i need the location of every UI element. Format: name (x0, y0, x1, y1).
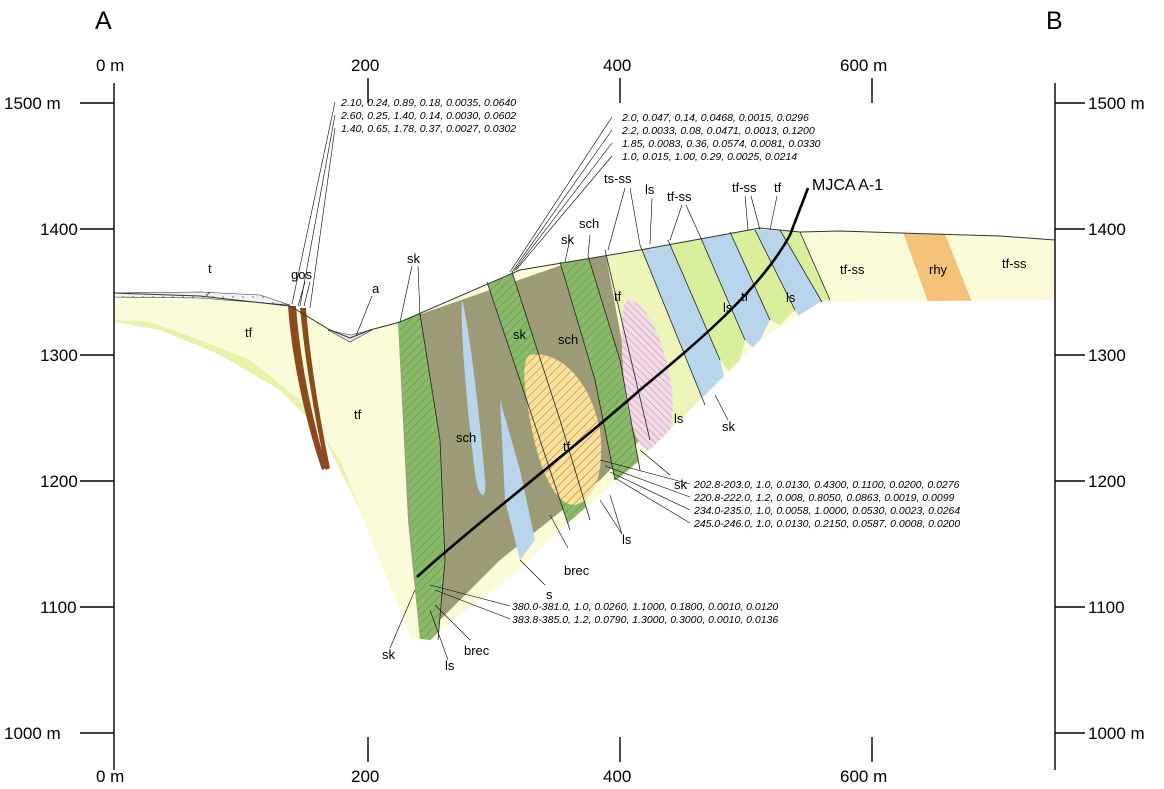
left-tick-1300: 1300 (40, 346, 78, 365)
surface-sample-1: 2.10, 0.24, 0.89, 0.18, 0.0035, 0.0640 (340, 97, 516, 109)
unit-label: tf (354, 407, 362, 422)
unit-label: tf-ss (840, 262, 865, 277)
unit-tf-belt-east (605, 245, 720, 440)
unit-tf-band-3 (730, 230, 795, 325)
ridge-sample-2: 2.2, 0.0033, 0.08, 0.0471, 0.0013, 0.120… (621, 125, 815, 137)
unit-gos-vein (288, 306, 327, 470)
boundary-lines (419, 229, 831, 641)
unit-label: t (208, 261, 212, 276)
unit-label: tf (245, 325, 253, 340)
leader-lines (205, 101, 778, 661)
left-tick-1400: 1400 (40, 220, 78, 239)
right-tick-1100: 1100 (1088, 598, 1125, 617)
unit-label: a (372, 281, 380, 296)
top-tick-400: 400 (603, 56, 631, 75)
right-tick-1200: 1200 (1088, 472, 1126, 491)
unit-label: ls (674, 411, 684, 426)
unit-ls-sliver-1 (461, 300, 486, 495)
unit-label: sk (561, 232, 575, 247)
unit-label: gos (291, 267, 312, 282)
left-tick-1200: 1200 (40, 472, 78, 491)
unit-label: sk (407, 251, 421, 266)
unit-label: tf (741, 289, 749, 304)
left-tick-1100: 1100 (40, 598, 77, 617)
unit-ls-band-2 (700, 232, 770, 350)
ridge-sample-3: 1.85, 0.0083, 0.36, 0.0574, 0.0081, 0.03… (622, 138, 821, 150)
left-tick-1500: 1500 m (4, 94, 61, 113)
top-tick-200: 200 (351, 56, 379, 75)
unit-label: s (546, 587, 553, 602)
unit-labels: t gos a tf tf sk sch sk sch sk sch ts-ss… (208, 171, 1027, 673)
ridge-sample-1: 2.0, 0.047, 0.14, 0.0468, 0.0015, 0.0296 (621, 112, 809, 124)
unit-label: sch (558, 332, 578, 347)
unit-label: ts-ss (604, 171, 632, 186)
axes (80, 78, 1085, 770)
unit-gos-vein-2 (300, 308, 330, 470)
unit-label: brec (564, 563, 590, 578)
unit-label: tf (774, 180, 782, 195)
right-tick-1400: 1400 (1088, 220, 1126, 239)
unit-tf-band-4 (780, 230, 830, 302)
unit-a-alluvium (327, 329, 373, 343)
unit-label: sk (674, 477, 688, 492)
unit-label: tf (614, 289, 622, 304)
surface-sample-2: 2.60, 0.25, 1.40, 0.14, 0.0030, 0.0602 (340, 110, 516, 122)
unit-label: tf-ss (732, 180, 757, 195)
geology-body (113, 227, 1056, 641)
unit-ls-sliver-2 (500, 400, 535, 560)
drillhole-label: MJCA A-1 (812, 177, 883, 194)
right-tick-1500: 1500 m (1088, 94, 1145, 113)
top-tick-0: 0 m (96, 56, 124, 75)
hole-interval-mid-1: 202.8-203.0, 1.0, 0.0130, 0.4300, 0.1100… (693, 479, 960, 491)
bottom-tick-200: 200 (351, 767, 379, 786)
unit-label: sk (513, 327, 527, 342)
unit-label: sch (456, 430, 476, 445)
unit-label: ls (645, 182, 655, 197)
right-tick-1300: 1300 (1088, 346, 1126, 365)
unit-label: ls (786, 290, 796, 305)
unit-label: ls (445, 658, 455, 673)
right-tick-1000: 1000 m (1088, 724, 1145, 743)
ridge-sample-4: 1.0, 0.015, 1.00, 0.29, 0.0025, 0.0214 (622, 151, 797, 163)
unit-label: tf (563, 439, 571, 454)
unit-sk-band-3 (560, 256, 640, 480)
unit-label: sch (579, 216, 599, 231)
hole-interval-mid-3: 234.0-235.0, 1.0, 0.0058, 1.0000, 0.0530… (693, 505, 960, 517)
surface-sample-3: 1.40, 0.65, 1.78, 0.37, 0.0027, 0.0302 (341, 123, 516, 135)
left-tick-1000: 1000 m (4, 724, 61, 743)
bottom-tick-400: 400 (603, 767, 631, 786)
hole-interval-bottom-1: 380.0-381.0, 1.0, 0.0260, 1.1000, 0.1800… (512, 601, 778, 613)
bottom-tick-600: 600 m (840, 767, 887, 786)
unit-label: sk (382, 647, 396, 662)
top-tick-600: 600 m (840, 56, 887, 75)
unit-rhy-dike (903, 232, 972, 302)
unit-label: ls (723, 300, 733, 315)
unit-label: ls (622, 532, 632, 547)
unit-label: tf-ss (1002, 256, 1027, 271)
drillhole-trace (416, 187, 810, 578)
unit-label: brec (464, 643, 490, 658)
section-start-label: A (95, 7, 112, 35)
hole-interval-mid-4: 245.0-246.0, 1.0, 0.0130, 0.2150, 0.0587… (693, 518, 960, 530)
ground-surface (113, 227, 1056, 339)
hole-interval-bottom-2: 383.8-385.0, 1.2, 0.0790, 1.3000, 0.3000… (512, 614, 778, 626)
unit-tf-band-2 (668, 236, 745, 380)
bottom-tick-0: 0 m (96, 767, 124, 786)
unit-ls-band-3 (755, 230, 822, 318)
section-end-label: B (1046, 7, 1063, 35)
unit-ls-band-1 (640, 240, 730, 405)
unit-label: tf-ss (667, 189, 692, 204)
hole-interval-mid-2: 220.8-222.0, 1.2, 0.008, 0.8050, 0.0863,… (693, 492, 955, 504)
unit-sk-band-1 (398, 314, 445, 640)
unit-pink-lens (621, 300, 673, 450)
unit-label: sk (722, 419, 736, 434)
unit-label: rhy (929, 262, 948, 277)
